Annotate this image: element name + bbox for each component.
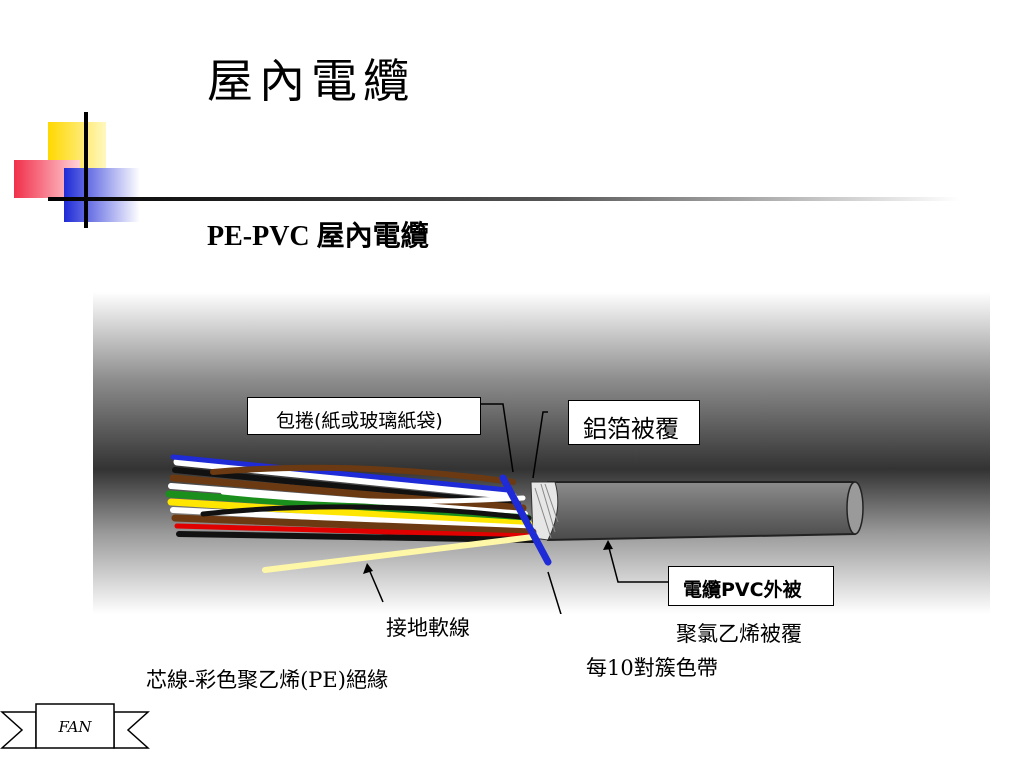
cable-illustration — [93, 292, 990, 614]
jacket-label: 電纜PVC外被 — [668, 566, 834, 606]
wrap-label: 包捲(紙或玻璃紙袋) — [247, 397, 481, 435]
slide-subtitle: PE-PVC 屋內電纜 — [207, 221, 429, 252]
ground-wire-label: 接地軟線 — [386, 616, 470, 640]
color-band-label: 每10對簇色帶 — [586, 656, 718, 680]
core-insulation-label: 芯線-彩色聚乙烯(PE)絕緣 — [146, 668, 388, 692]
title-decoration — [14, 112, 960, 228]
pvc-label: 聚氯乙烯被覆 — [676, 622, 802, 646]
fan-logo: FAN — [0, 703, 150, 749]
slide-title: 屋內電纜 — [207, 54, 415, 108]
logo-text: FAN — [57, 718, 92, 736]
foil-label: 鋁箔被覆 — [568, 400, 700, 445]
